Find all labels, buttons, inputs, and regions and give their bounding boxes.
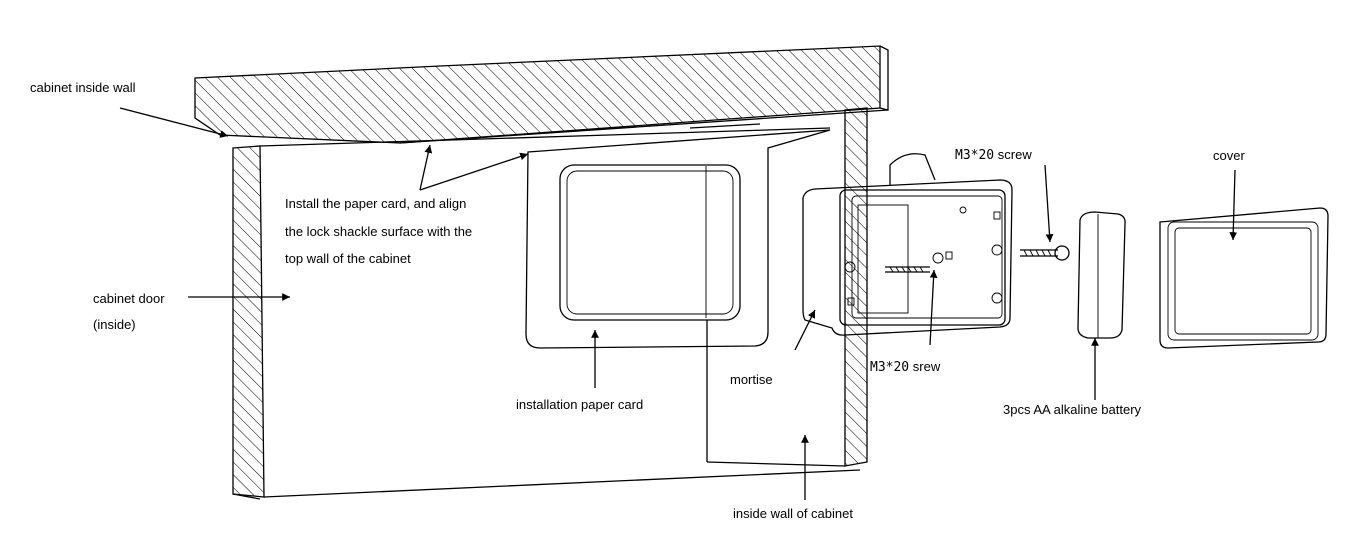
label-cabinet-door-inside: (inside) — [93, 317, 136, 332]
label-install-note-1: Install the paper card, and align — [285, 196, 467, 211]
label-screw-top: M3*20 screw — [955, 143, 1032, 168]
label-cabinet-inside-wall: cabinet inside wall — [30, 80, 136, 95]
cabinet-top-wall — [194, 45, 889, 144]
cabinet-side-wall — [706, 107, 868, 467]
label-screw-top-word: screw — [997, 147, 1032, 162]
battery-pack-drawing — [1077, 211, 1126, 339]
label-mortise: mortise — [730, 372, 773, 387]
label-screw-bottom: M3*20 srew — [870, 355, 940, 380]
label-install-note-2: the lock shackle surface with the — [285, 224, 473, 239]
leader-lines — [119, 107, 1238, 500]
label-cabinet-door: cabinet door — [93, 291, 165, 306]
label-screw-top-code: M3*20 — [955, 148, 995, 163]
paper-card-drawing — [525, 123, 831, 349]
label-install-note-3: top wall of the cabinet — [285, 251, 411, 266]
screw-drawing — [1020, 245, 1070, 261]
label-installation-paper-card: installation paper card — [516, 397, 644, 412]
label-inside-wall-of-cabinet: inside wall of cabinet — [733, 506, 853, 521]
cabinet-door-edge — [232, 127, 861, 500]
label-battery: 3pcs AA alkaline battery — [1003, 402, 1142, 417]
label-screw-bottom-code: M3*20 — [870, 360, 910, 375]
label-cover: cover — [1213, 148, 1245, 163]
cover-drawing — [1159, 207, 1329, 349]
label-screw-bottom-word: srew — [912, 359, 941, 374]
mortise-lock-drawing — [802, 153, 1013, 336]
